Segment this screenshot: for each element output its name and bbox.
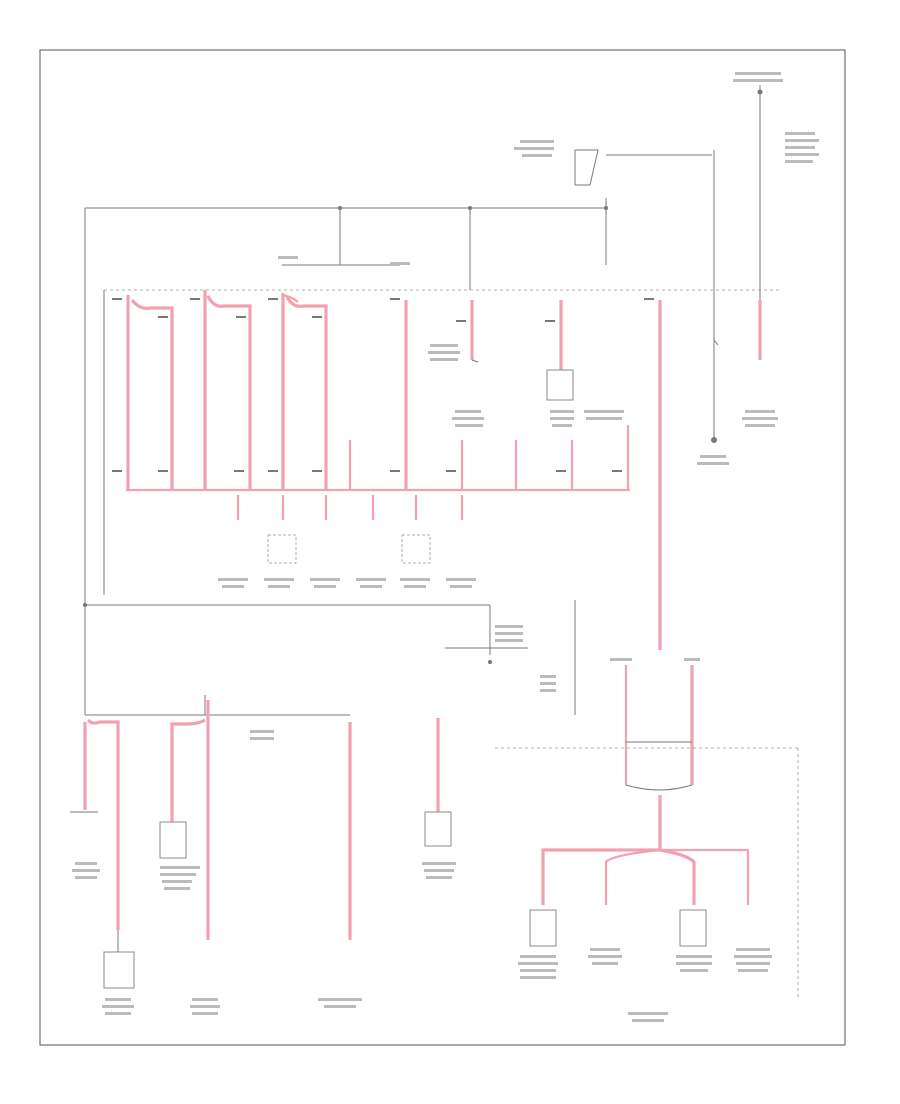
ignition-switch-symbol [574,149,599,186]
injector-labels [218,578,476,588]
illegible-labels [250,72,819,740]
splice-node [338,206,342,210]
injector-connector [401,534,431,564]
injector-connector [267,534,297,564]
fuse-terminals [112,298,654,472]
splice-node [468,206,472,210]
switch-contact [471,359,479,363]
splice-node [83,603,87,607]
sensor-box [424,811,452,847]
top-power-feed [84,85,763,605]
lower-right-module [495,665,799,1022]
sensor-box [159,821,187,859]
solenoid-box [679,909,707,947]
fuel-injector-row [218,495,476,588]
fuse-block-hot-wires [126,290,762,650]
lower-left-circuit [70,600,576,1015]
splice-node [604,206,608,210]
sensor-box [103,951,135,989]
ground-node [711,437,717,443]
component-labels [72,862,456,1015]
diagram-frame [39,49,846,1046]
switch-contact [713,339,719,346]
control-module-box [546,369,574,401]
splice-node [757,89,763,95]
solenoid-box [529,909,557,947]
splice-node [488,660,492,664]
solenoid-labels [518,948,772,1022]
